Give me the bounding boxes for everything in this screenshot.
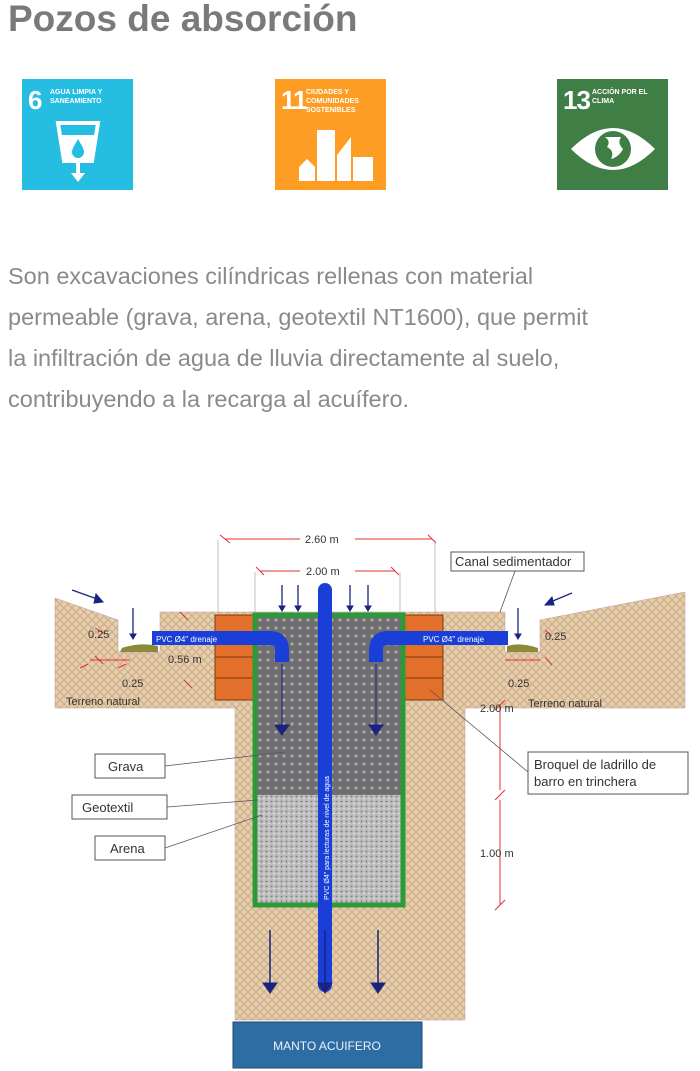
svg-text:PVC Ø4" drenaje: PVC Ø4" drenaje — [156, 635, 218, 644]
description-line: contribuyendo a la recarga al acuífero. — [8, 386, 410, 412]
sdg-6-badge: 6 Agua limpia y saneamiento — [22, 79, 133, 190]
aquifer-box — [232, 1021, 423, 1069]
flow-arrows — [71, 585, 573, 994]
sdg-11-badge: 11 Ciudades y comunidades sostenibles — [275, 79, 386, 190]
svg-text:barro en trinchera: barro en trinchera — [534, 774, 637, 789]
sediment-left — [120, 644, 158, 652]
city-buildings-icon — [299, 130, 373, 181]
svg-text:2.00 m: 2.00 m — [306, 566, 340, 578]
callout-boxes — [71, 551, 689, 861]
sediment-right — [507, 644, 538, 652]
svg-text:Geotextil: Geotextil — [82, 800, 133, 815]
svg-text:2.00 m: 2.00 m — [480, 703, 514, 715]
dimension-lines — [79, 534, 553, 911]
sdg-number: 6 — [28, 85, 43, 115]
svg-text:PVC Ø4" drenaje: PVC Ø4" drenaje — [423, 635, 485, 644]
description: Son excavaciones cilíndricas rellenas co… — [8, 256, 700, 420]
water-glass-icon — [55, 121, 101, 182]
page-title: Pozos de absorción — [8, 0, 358, 39]
svg-text:0.56 m: 0.56 m — [168, 654, 202, 666]
absorption-well-diagram: PVC Ø4" drenaje PVC Ø4" drenaje PVC Ø4" … — [54, 534, 689, 1069]
svg-text:Terreno natural: Terreno natural — [528, 698, 602, 710]
svg-text:1.00 m: 1.00 m — [480, 848, 514, 860]
svg-text:0.25: 0.25 — [122, 678, 143, 690]
sdg-number: 13 — [563, 85, 591, 115]
eye-globe-icon — [571, 128, 655, 170]
svg-text:Arena: Arena — [110, 841, 145, 856]
sdg-label: Acción por el clima — [592, 89, 648, 105]
sdg-number: 11 — [281, 85, 307, 115]
svg-text:0.25: 0.25 — [508, 678, 529, 690]
description-line: permeable (grava, arena, geotextil NT160… — [8, 304, 588, 330]
svg-text:Broquel de ladrillo de: Broquel de ladrillo de — [534, 757, 656, 772]
svg-text:2.60 m: 2.60 m — [305, 534, 339, 546]
svg-text:PVC Ø4" para lecturas de nivel: PVC Ø4" para lecturas de nivel de agua — [324, 776, 331, 900]
svg-text:Canal sedimentador: Canal sedimentador — [455, 554, 572, 569]
sdg-13-badge: 13 Acción por el clima — [557, 79, 668, 190]
svg-text:MANTO ACUIFERO: MANTO ACUIFERO — [273, 1039, 381, 1053]
svg-text:Terreno natural: Terreno natural — [66, 696, 140, 708]
description-line: Son excavaciones cilíndricas rellenas co… — [8, 263, 534, 289]
description-line: la infiltración de agua de lluvia direct… — [8, 345, 560, 371]
sdg-label: Agua limpia y saneamiento — [50, 89, 103, 105]
drain-pipe-left — [152, 631, 289, 662]
sdg-label: Ciudades y comunidades sostenibles — [306, 89, 359, 114]
drain-pipe-right — [369, 631, 508, 662]
svg-text:0.25: 0.25 — [545, 631, 566, 643]
svg-text:Grava: Grava — [108, 759, 144, 774]
svg-text:0.25: 0.25 — [88, 629, 109, 641]
